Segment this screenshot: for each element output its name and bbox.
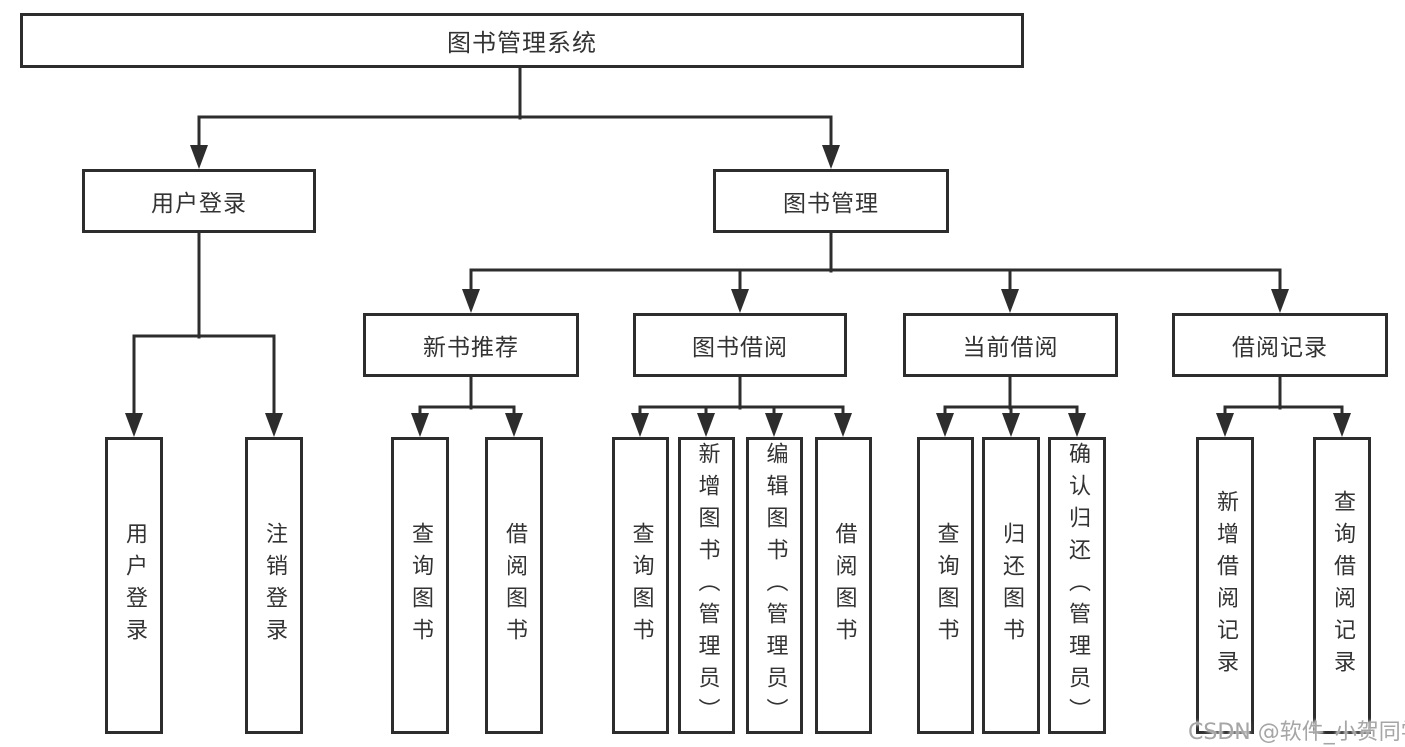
leaf-node-query-books-3: 查询图书 <box>917 437 974 734</box>
leaf-node-confirm-return-admin: 确认归还（管理员） <box>1048 437 1106 734</box>
level3-node-current-borrow: 当前借阅 <box>903 313 1118 377</box>
leaf-node-query-books-1: 查询图书 <box>391 437 449 734</box>
level3-node-new-book-recommend: 新书推荐 <box>363 313 579 377</box>
leaf-node-add-borrow-record: 新增借阅记录 <box>1196 437 1254 734</box>
leaf-node-query-borrow-record: 查询借阅记录 <box>1313 437 1371 734</box>
level2-node-user-login: 用户登录 <box>82 169 316 233</box>
level3-node-borrow-records: 借阅记录 <box>1172 313 1388 377</box>
level3-node-book-borrow: 图书借阅 <box>633 313 847 377</box>
leaf-node-edit-book-admin: 编辑图书（管理员） <box>746 437 803 734</box>
level2-node-book-management: 图书管理 <box>713 169 949 233</box>
csdn-watermark: CSDN @软件_小贺同学 <box>1188 720 1405 745</box>
leaf-node-return-book: 归还图书 <box>982 437 1040 734</box>
leaf-node-logout: 注销登录 <box>245 437 303 734</box>
arrowheads <box>125 145 1351 437</box>
root-node-system: 图书管理系统 <box>20 13 1024 68</box>
leaf-node-borrow-books-2: 借阅图书 <box>815 437 872 734</box>
leaf-node-add-book-admin: 新增图书（管理员） <box>678 437 735 734</box>
leaf-node-user-login: 用户登录 <box>105 437 163 734</box>
leaf-node-query-books-2: 查询图书 <box>612 437 669 734</box>
leaf-node-borrow-books-1: 借阅图书 <box>485 437 543 734</box>
